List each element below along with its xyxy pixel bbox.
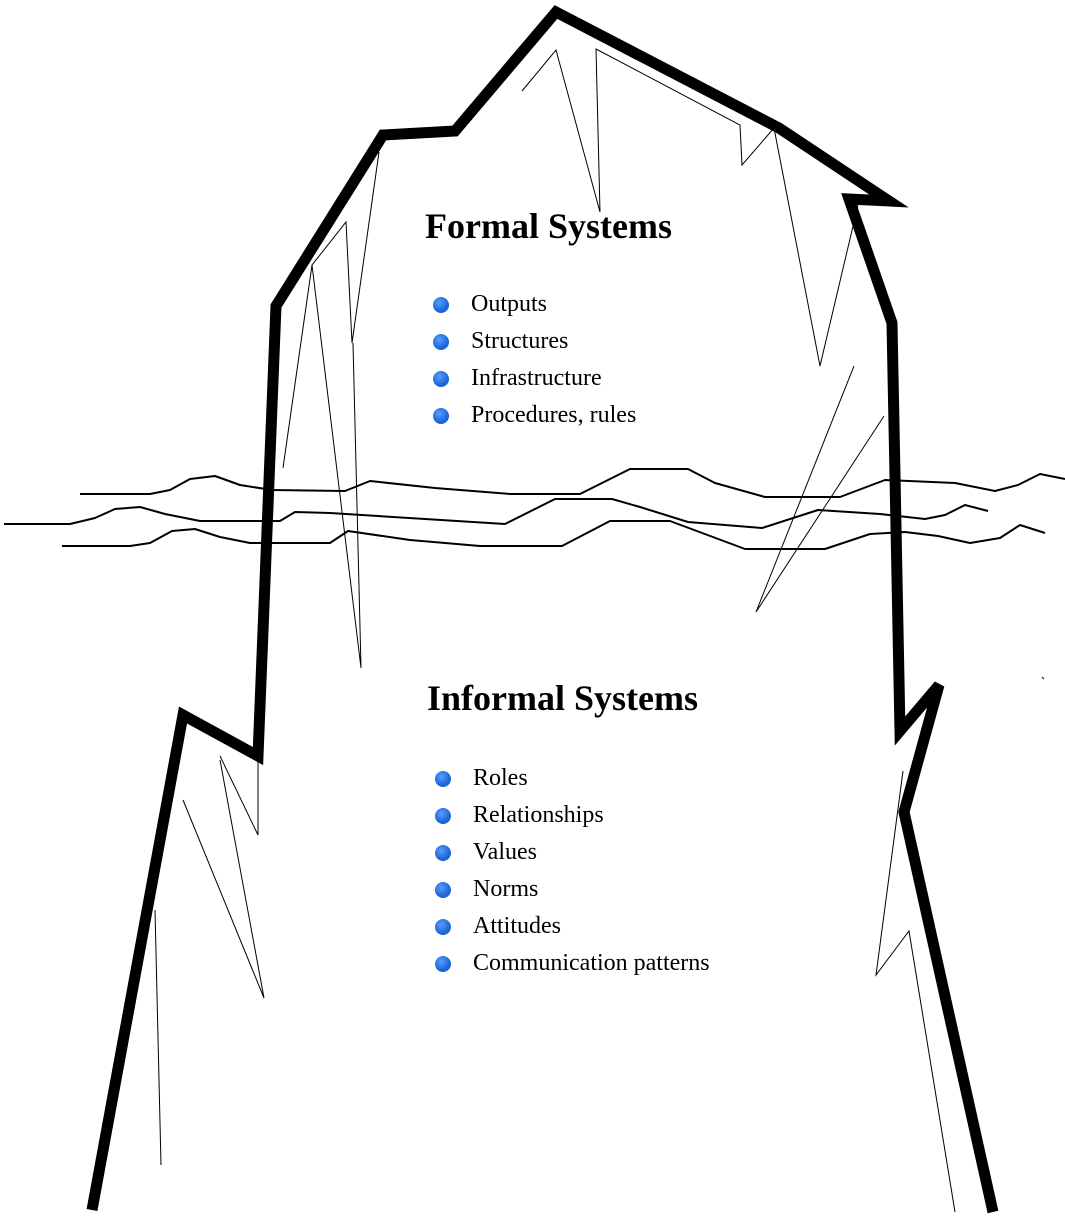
list-item-label: Relationships [473, 802, 604, 828]
bullet-icon [435, 771, 451, 787]
bullet-icon [435, 808, 451, 824]
list-item-label: Attitudes [473, 913, 561, 939]
list-item-label: Infrastructure [471, 365, 602, 391]
list-item-label: Norms [473, 876, 538, 902]
bullet-icon [433, 297, 449, 313]
iceberg-outline [92, 12, 993, 1212]
list-item-label: Structures [471, 328, 568, 354]
list-item: Attitudes [427, 908, 710, 945]
bullet-icon [435, 882, 451, 898]
bullet-icon [435, 956, 451, 972]
bullet-icon [435, 845, 451, 861]
list-item: Structures [425, 323, 672, 360]
list-item: Communication patterns [427, 945, 710, 982]
informal-systems-title: Informal Systems [427, 678, 710, 718]
list-item-label: Communication patterns [473, 950, 710, 976]
water-lines [4, 469, 1065, 549]
formal-systems-section: Formal Systems Outputs Structures Infras… [425, 206, 672, 434]
list-item: Values [427, 834, 710, 871]
informal-systems-section: Informal Systems Roles Relationships Val… [427, 678, 710, 982]
list-item: Roles [427, 760, 710, 797]
bullet-icon [435, 919, 451, 935]
list-item: Infrastructure [425, 360, 672, 397]
list-item: Outputs [425, 286, 672, 323]
list-item: Relationships [427, 797, 710, 834]
bullet-icon [433, 371, 449, 387]
list-item-label: Outputs [471, 291, 547, 317]
list-item-label: Roles [473, 765, 528, 791]
informal-systems-list: Roles Relationships Values Norms Attitud… [427, 760, 710, 982]
formal-systems-title: Formal Systems [425, 206, 672, 246]
list-item-label: Procedures, rules [471, 402, 636, 428]
list-item-label: Values [473, 839, 537, 865]
formal-systems-list: Outputs Structures Infrastructure Proced… [425, 286, 672, 434]
bullet-icon [433, 334, 449, 350]
list-item: Norms [427, 871, 710, 908]
list-item: Procedures, rules [425, 397, 672, 434]
bullet-icon [433, 408, 449, 424]
